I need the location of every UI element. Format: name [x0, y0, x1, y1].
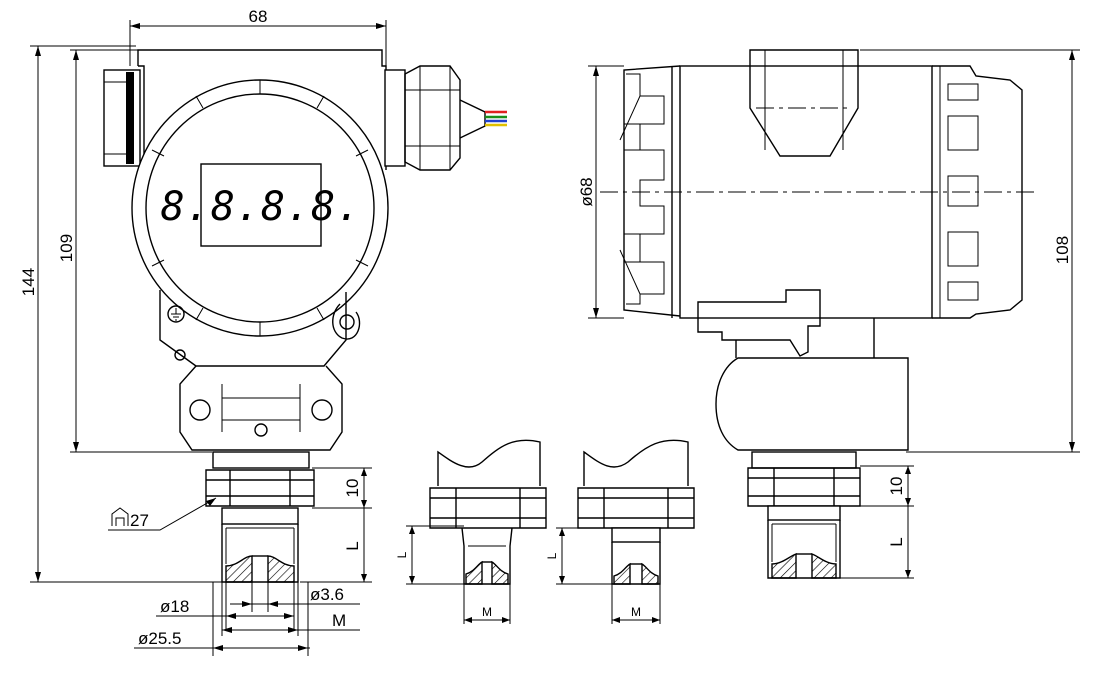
front-hex-nut	[205, 469, 315, 507]
variant2-hex-nut	[577, 487, 695, 529]
front-view: 8.8.8.8.	[103, 49, 507, 583]
dimension-labels: 68 144 109 ø68 108 10 10 L L L L 27 ø3.6…	[19, 7, 1072, 648]
side-collar	[751, 451, 857, 469]
dim-bore-diameter: ø3.6	[310, 585, 344, 604]
left-cable-gland	[103, 69, 141, 167]
dim-thread-mid1: M	[482, 605, 492, 619]
front-lower-body	[179, 365, 343, 451]
side-left-cap	[623, 65, 681, 317]
dim-thread-length-right: L	[887, 537, 906, 546]
ground-symbol-icon	[171, 308, 181, 321]
hex-wrench-icon	[111, 507, 129, 526]
variant1-hex-nut	[429, 487, 547, 529]
wires	[485, 110, 507, 127]
dim-housing-height: 109	[57, 234, 76, 262]
variant1-port-section	[465, 560, 509, 585]
front-port-section	[225, 555, 295, 583]
ground-screw	[167, 305, 185, 323]
side-bracket	[697, 289, 821, 357]
dim-thread-length-left: L	[343, 541, 362, 550]
dim-thread-length-mid1: L	[395, 551, 409, 558]
front-collar	[212, 451, 310, 469]
variant2-port	[611, 542, 661, 585]
dim-thread-length-mid2: L	[545, 552, 559, 559]
dim-shank-diameter: ø18	[160, 597, 189, 616]
dim-flange-diameter: ø25.5	[138, 629, 181, 648]
dim-housing-width: 68	[249, 7, 268, 26]
side-right-cap	[932, 65, 1023, 319]
variant1-tapered-port	[461, 527, 513, 585]
side-hex-boss	[749, 49, 859, 157]
side-neck	[735, 318, 875, 358]
dim-side-height: 108	[1053, 236, 1072, 264]
port-variant-1	[429, 439, 547, 585]
front-thread-neck	[221, 507, 299, 525]
display-readout: 8.8.8.8.	[161, 184, 362, 230]
dim-thread-mid2: M	[631, 605, 641, 619]
side-port	[767, 520, 841, 579]
front-port	[221, 524, 299, 583]
variant2-wavy-body	[583, 439, 689, 486]
side-hex-nut	[747, 467, 861, 507]
side-view	[600, 49, 1036, 579]
dim-fitting-height-right: 10	[887, 477, 906, 496]
side-port-section	[771, 553, 837, 579]
dim-thread-left: M	[332, 611, 346, 630]
front-neck	[159, 290, 347, 367]
variant1-wavy-body	[437, 439, 541, 486]
dim-fitting-height-left: 10	[343, 479, 362, 498]
dim-overall-height: 144	[19, 268, 38, 296]
dim-hex-size: 27	[130, 511, 149, 530]
port-variant-2	[577, 439, 695, 585]
variant2-port-section	[613, 562, 659, 585]
right-cable-gland	[384, 65, 486, 171]
dimension-lines	[30, 20, 1080, 656]
display-window	[200, 163, 322, 247]
dim-housing-diameter: ø68	[577, 177, 596, 206]
hex-leader	[108, 497, 217, 531]
side-lower-module	[715, 357, 909, 451]
